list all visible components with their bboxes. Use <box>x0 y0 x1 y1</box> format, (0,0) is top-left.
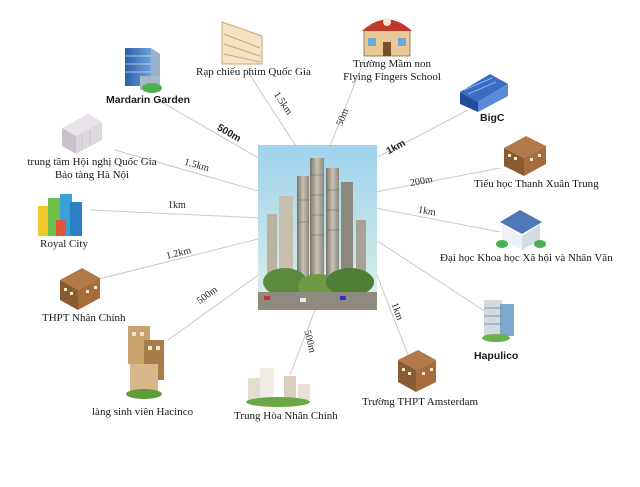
kindergarten-icon <box>362 18 412 57</box>
center-building-icon <box>258 145 377 310</box>
label-mardarin: Mardarin Garden <box>106 94 191 106</box>
connector-lines <box>89 57 501 376</box>
label-hoi-nghi-line1: trung tâm Hội nghị Quốc Gia <box>27 156 157 168</box>
label-hoi-nghi-line2: Bảo tàng Hà Nội <box>54 169 130 181</box>
line-hapulico <box>375 239 487 313</box>
line-truong-mam-non <box>329 57 366 147</box>
mardarin-building-icon <box>125 48 162 93</box>
bigc-building-icon <box>460 74 508 112</box>
label-hacinco: làng sinh viên Hacinco <box>92 406 194 418</box>
cinema-icon <box>221 21 263 65</box>
amsterdam-school-icon <box>398 350 436 392</box>
line-hoi-nghi <box>114 149 263 193</box>
distance-royal-city: 1km <box>168 200 186 211</box>
university-icon <box>496 210 546 250</box>
line-mardarin <box>157 99 263 161</box>
high-school-nhan-chinh-icon <box>60 268 100 310</box>
label-truong-mam-non-line2: Flying Fingers School <box>343 71 441 83</box>
line-royal-city <box>89 209 263 219</box>
hapulico-building-icon <box>482 300 514 342</box>
line-bigc <box>371 109 469 161</box>
line-dh-khxh <box>375 207 501 233</box>
label-bigc: BigC <box>480 112 505 124</box>
line-rap-chieu-phim <box>247 71 297 147</box>
label-thpt-nhan-chinh: THPT Nhân Chính <box>42 312 126 324</box>
royal-city-icon <box>38 194 82 236</box>
primary-school-icon <box>504 136 546 176</box>
convention-center-icon <box>62 114 102 154</box>
label-truong-mam-non: Trường Mầm non Flying Fingers School <box>332 58 452 84</box>
label-hapulico: Hapulico <box>474 350 519 362</box>
label-trung-hoa: Trung Hòa Nhân Chính <box>234 410 338 422</box>
label-royal-city: Royal City <box>40 238 88 250</box>
label-hoi-nghi: trung tâm Hội nghị Quốc Gia Bảo tàng Hà … <box>6 156 178 182</box>
label-truong-mam-non-line1: Trường Mầm non <box>353 58 431 70</box>
line-thpt-nhan-chinh <box>94 237 263 281</box>
line-amsterdam <box>371 261 411 361</box>
line-thanh-xuan-trung <box>375 167 501 193</box>
trung-hoa-icon <box>246 368 310 407</box>
hacinco-icon <box>126 326 164 399</box>
label-amsterdam: Trường THPT Amsterdam <box>362 396 479 408</box>
line-trung-hoa <box>289 301 319 376</box>
label-dh-khxh: Đại học Khoa học Xã hội và Nhân Văn <box>440 252 613 264</box>
label-rap-chieu-phim: Rạp chiếu phim Quốc Gia <box>196 66 311 78</box>
label-thanh-xuan-trung: Tiểu học Thanh Xuân Trung <box>474 178 599 190</box>
line-hacinco <box>167 267 269 341</box>
